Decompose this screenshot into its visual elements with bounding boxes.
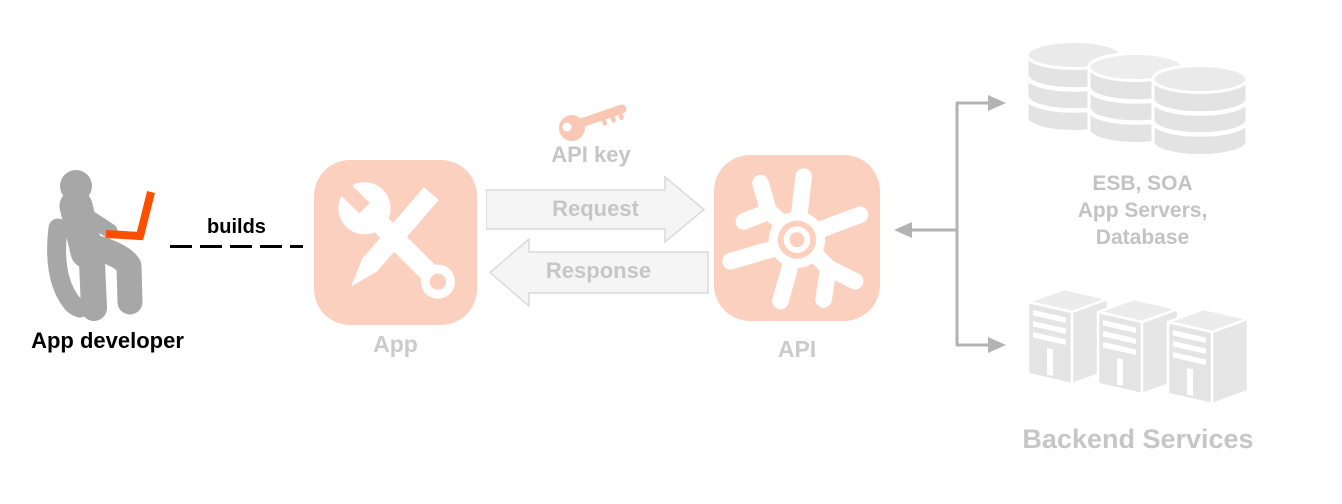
arrowhead-to-database [988,95,1006,111]
wrench-pencil-icon [333,177,455,299]
person-head [60,170,92,202]
backend-connector-lines [894,95,1006,353]
key-icon [559,104,627,141]
arrowhead-to-api [894,222,912,238]
esb-label-line2: App Servers, [1077,199,1208,222]
app-icon [314,160,477,325]
request-label: Request [552,196,639,221]
dashed-connector-line [170,245,303,248]
builds-label: builds [207,216,266,238]
gear-spark-icon [722,168,869,310]
laptop-icon [105,191,155,241]
api-icon [714,155,880,321]
app-label: App [373,331,418,357]
backend-services-label: Backend Services [1022,424,1254,454]
esb-label-line1: ESB, SOA [1092,172,1193,195]
request-arrow [486,176,706,244]
server-rack-icon [1026,287,1250,406]
person-laptop-icon [47,170,155,321]
response-arrow [488,238,709,308]
esb-label-line3: Database [1095,226,1190,249]
esb-label: ESB, SOA App Servers, Database [1040,170,1245,251]
api-label: API [777,336,817,362]
response-label: Response [545,258,652,283]
api-key-label: API key [551,142,631,167]
database-stack-icon [1024,40,1250,157]
arrowhead-to-servers [988,337,1006,353]
app-developer-label: App developer [31,328,184,353]
